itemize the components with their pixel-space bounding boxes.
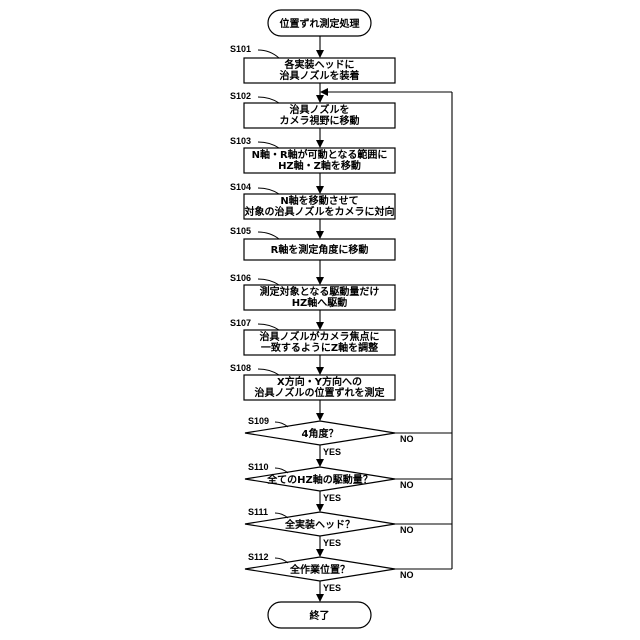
step-s102-line1: 治具ノズルを xyxy=(290,103,350,116)
decision-s112-question: 全作業位置？ xyxy=(289,563,350,576)
step-s103-line2: HZ軸・Z軸を移動 xyxy=(278,159,361,172)
decision-s110-id: S110 xyxy=(248,462,269,472)
decision-s111-id: S111 xyxy=(248,507,268,517)
step-s107: 治具ノズルがカメラ焦点に 一致するようにZ軸を調整 S107 xyxy=(230,318,395,355)
step-s104-line1: N軸を移動させて xyxy=(280,194,358,207)
step-s107-line1: 治具ノズルがカメラ焦点に xyxy=(260,330,380,343)
decision-s111-yes: YES xyxy=(323,538,341,548)
step-s106-line1: 測定対象となる駆動量だけ xyxy=(260,285,380,298)
decision-s111-no: NO xyxy=(400,525,414,535)
decision-s110: 全てのHZ軸の駆動量？ S110 YES NO xyxy=(245,462,414,503)
decision-s109: 4角度？ S109 YES NO xyxy=(245,416,414,457)
step-s105-line1: R軸を測定角度に移動 xyxy=(271,243,369,256)
step-s103: N軸・R軸が可動となる範囲に HZ軸・Z軸を移動 S103 xyxy=(230,136,395,173)
step-s101-line1: 各実装ヘッドに xyxy=(284,58,355,71)
step-s104-leader xyxy=(258,188,279,194)
end-label: 終了 xyxy=(310,609,330,622)
step-s104: N軸を移動させて 対象の治具ノズルをカメラに対向 S104 xyxy=(230,182,395,219)
step-s108: X方向・Y方向への 治具ノズルの位置ずれを測定 S108 xyxy=(230,363,395,400)
step-s105: R軸を測定角度に移動 S105 xyxy=(230,226,395,260)
decision-s112-no: NO xyxy=(400,570,414,580)
step-s107-leader xyxy=(258,324,279,330)
step-s102-id: S102 xyxy=(230,91,251,101)
step-s106-id: S106 xyxy=(230,273,251,283)
step-s107-id: S107 xyxy=(230,318,251,328)
step-s101-line2: 治具ノズルを装着 xyxy=(280,69,360,82)
decision-s112-id: S112 xyxy=(248,552,269,562)
step-s102: 治具ノズルを カメラ視野に移動 S102 xyxy=(230,91,395,128)
step-s105-id: S105 xyxy=(230,226,251,236)
step-s106: 測定対象となる駆動量だけ HZ軸へ駆動 S106 xyxy=(230,273,395,310)
step-s103-leader xyxy=(258,142,279,148)
decision-s111-question: 全実装ヘッド？ xyxy=(284,518,355,531)
step-s104-id: S104 xyxy=(230,182,251,192)
decision-s109-no: NO xyxy=(400,434,414,444)
step-s107-line2: 一致するようにZ軸を調整 xyxy=(261,341,378,354)
step-s102-leader xyxy=(258,97,279,103)
decision-s110-question: 全てのHZ軸の駆動量？ xyxy=(266,473,373,486)
decision-s109-question: 4角度？ xyxy=(302,427,339,440)
step-s105-leader xyxy=(258,232,279,239)
step-s103-id: S103 xyxy=(230,136,251,146)
step-s101: 各実装ヘッドに 治具ノズルを装着 S101 xyxy=(230,44,395,83)
step-s106-line2: HZ軸へ駆動 xyxy=(292,296,348,309)
step-s103-line1: N軸・R軸が可動となる範囲に xyxy=(252,148,388,161)
step-s101-leader xyxy=(258,50,279,58)
step-s108-line2: 治具ノズルの位置ずれを測定 xyxy=(255,386,385,399)
decision-s112: 全作業位置？ S112 YES NO xyxy=(245,552,414,593)
step-s101-id: S101 xyxy=(230,44,251,54)
start-label: 位置ずれ測定処理 xyxy=(280,17,360,30)
decision-s110-no: NO xyxy=(400,480,414,490)
step-s108-leader xyxy=(258,369,279,375)
decision-s109-id: S109 xyxy=(248,416,269,426)
step-s102-line2: カメラ視野に移動 xyxy=(280,114,360,127)
decision-s109-yes: YES xyxy=(323,447,341,457)
step-s108-id: S108 xyxy=(230,363,251,373)
decision-s111: 全実装ヘッド？ S111 YES NO xyxy=(245,507,414,548)
step-s106-leader xyxy=(258,279,279,285)
decision-s112-yes: YES xyxy=(323,583,341,593)
decision-s110-yes: YES xyxy=(323,493,341,503)
step-s104-line2: 対象の治具ノズルをカメラに対向 xyxy=(244,205,395,218)
step-s108-line1: X方向・Y方向への xyxy=(277,375,362,388)
